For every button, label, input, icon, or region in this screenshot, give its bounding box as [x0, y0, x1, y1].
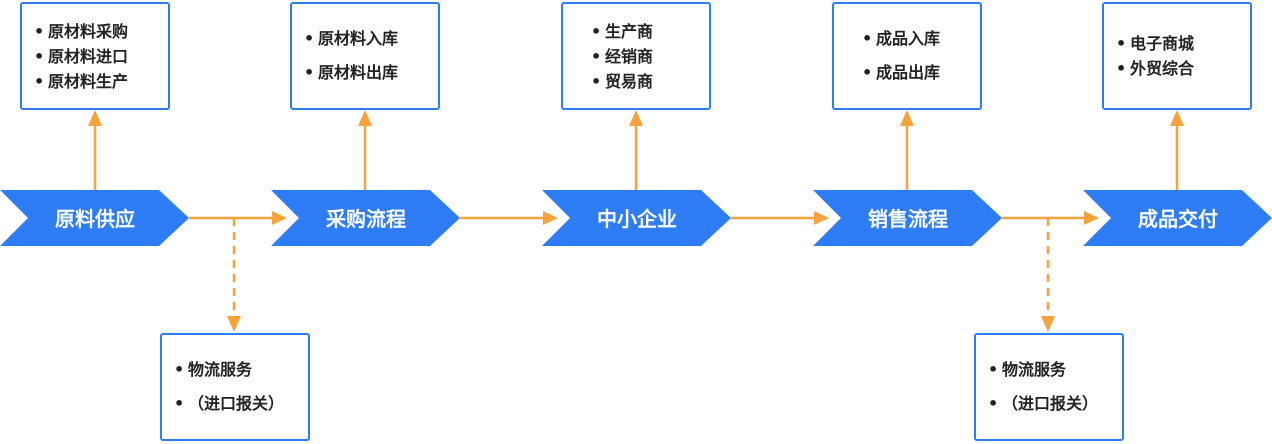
stage-label: 中小企业 — [597, 207, 677, 231]
connector-arrowhead-1 — [272, 211, 287, 225]
list-item: 物流服务 — [174, 353, 308, 387]
top-box-sales: 成品入库 成品出库 — [832, 2, 982, 110]
bottom-box-logistics-1: 物流服务 （进口报关） — [160, 333, 310, 441]
list-item: 电子商城 — [1116, 31, 1250, 56]
up-arrowhead-2 — [358, 110, 372, 126]
list-item: 成品入库 — [862, 22, 980, 56]
up-arrowhead-5 — [1170, 110, 1184, 126]
connector-arrowhead-3 — [814, 211, 829, 225]
top-box-procurement: 原材料入库 原材料出库 — [290, 2, 440, 110]
dashed-down-arrowhead-2 — [1041, 316, 1055, 332]
list-item: 原材料进口 — [34, 44, 168, 69]
list-item: 物流服务 — [988, 353, 1122, 387]
stage-sme: 中小企业 — [542, 190, 731, 246]
list-item: （进口报关） — [988, 387, 1122, 421]
list-item: 原材料生产 — [34, 69, 168, 94]
stage-procurement: 采购流程 — [271, 190, 460, 246]
list-item: 生产商 — [591, 19, 709, 44]
list-item: 原材料入库 — [304, 22, 438, 56]
top-box-sme: 生产商 经销商 贸易商 — [561, 2, 711, 110]
dashed-down-arrowhead-1 — [227, 316, 241, 332]
stage-label: 原料供应 — [55, 207, 135, 231]
list-item: 成品出库 — [862, 56, 980, 90]
stage-label: 采购流程 — [326, 207, 406, 231]
top-box-raw-supply: 原材料采购 原材料进口 原材料生产 — [20, 2, 170, 110]
up-arrowhead-3 — [629, 110, 643, 126]
list-item: 外贸综合 — [1116, 56, 1250, 81]
connector-arrowhead-4 — [1084, 211, 1099, 225]
top-box-delivery: 电子商城 外贸综合 — [1102, 2, 1252, 110]
list-item: 原材料出库 — [304, 56, 438, 90]
list-item: 贸易商 — [591, 69, 709, 94]
stage-raw-supply: 原料供应 — [0, 190, 189, 246]
stage-delivery: 成品交付 — [1083, 190, 1272, 246]
list-item: 原材料采购 — [34, 19, 168, 44]
up-arrowhead-4 — [900, 110, 914, 126]
stage-sales: 销售流程 — [813, 190, 1002, 246]
bottom-box-logistics-2: 物流服务 （进口报关） — [974, 333, 1124, 441]
list-item: 经销商 — [591, 44, 709, 69]
up-arrowhead-1 — [88, 110, 102, 126]
stage-label: 销售流程 — [868, 207, 948, 231]
stage-label: 成品交付 — [1138, 207, 1218, 231]
list-item: （进口报关） — [174, 387, 308, 421]
connector-arrowhead-2 — [543, 211, 558, 225]
